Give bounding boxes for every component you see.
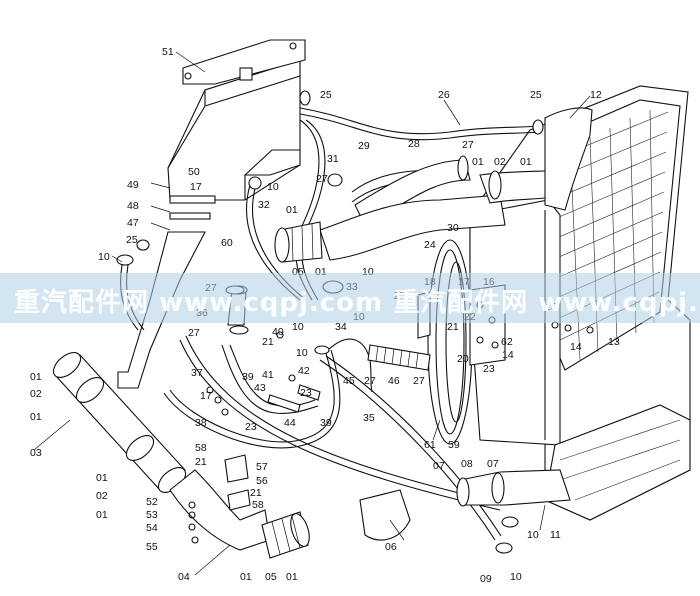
part-label: 47 (127, 217, 139, 229)
part-label: 07 (433, 460, 445, 472)
part-label: 58 (195, 442, 207, 454)
part-label: 26 (438, 89, 450, 101)
part-label: 51 (162, 46, 174, 58)
part-label: 01 (472, 156, 484, 168)
part-label: 38 (195, 417, 207, 429)
part-label: 46 (388, 375, 400, 387)
part-label: 14 (570, 341, 582, 353)
part-label: 54 (146, 522, 158, 534)
part-label: 05 (292, 266, 304, 278)
expansion-tank (167, 39, 306, 201)
part-label: 29 (358, 140, 370, 152)
part-label: 25 (530, 89, 542, 101)
part-label: 12 (590, 89, 602, 101)
part-label: 23 (245, 421, 257, 433)
part-label: 03 (30, 447, 42, 459)
part-label: 49 (127, 179, 139, 191)
watermark-text: 重汽配件网 www.cqpj.com 重汽配件网 www.cqpj.com (14, 288, 700, 318)
part-label: 13 (608, 336, 620, 348)
part-label: 01 (315, 266, 327, 278)
part-label: 27 (364, 375, 376, 387)
part-label: 10 (296, 347, 308, 359)
part-label: 10 (292, 321, 304, 333)
part-label: 01 (240, 571, 252, 583)
part-label: 57 (256, 461, 268, 473)
part-label: 01 (96, 472, 108, 484)
part-label: 52 (146, 496, 158, 508)
part-label: 28 (408, 138, 420, 150)
part-label: 48 (127, 200, 139, 212)
part-label: 17 (190, 181, 202, 193)
part-label: 10 (527, 529, 539, 541)
part-label: 42 (298, 365, 310, 377)
part-label: 37 (191, 367, 203, 379)
part-label: 62 (501, 336, 513, 348)
part-label: 24 (424, 239, 436, 251)
part-label: 27 (413, 375, 425, 387)
part-label: 61 (424, 439, 436, 451)
part-label: 27 (462, 139, 474, 151)
part-label: 11 (550, 529, 561, 541)
part-label: 20 (457, 353, 469, 365)
leader-lines (33, 51, 591, 576)
part-label: 08 (461, 458, 473, 470)
part-label: 40 (272, 326, 284, 338)
part-label: 02 (96, 490, 108, 502)
part-number-labels: 51 26 25 25 12 31 29 28 27 01 02 01 32 2… (30, 46, 620, 585)
part-label: 25 (320, 89, 332, 101)
part-label: 09 (480, 573, 492, 585)
part-label: 27 (188, 327, 200, 339)
part-label: 10 (510, 571, 522, 583)
part-label: 53 (146, 509, 158, 521)
part-label: 39 (242, 371, 254, 383)
part-label: 43 (254, 382, 266, 394)
part-label: 30 (447, 222, 459, 234)
part-label: 07 (487, 458, 499, 470)
part-label: 01 (520, 156, 532, 168)
part-label: 01 (96, 509, 108, 521)
part-label: 10 (267, 181, 279, 193)
part-label: 10 (362, 266, 374, 278)
part-label: 41 (262, 369, 274, 381)
part-label: 01 (286, 571, 298, 583)
part-label: 50 (188, 166, 200, 178)
part-label: 05 (265, 571, 277, 583)
part-label: 60 (221, 237, 233, 249)
part-label: 59 (448, 439, 460, 451)
part-label: 02 (494, 156, 506, 168)
part-label: 01 (30, 411, 42, 423)
fan-ring (427, 239, 473, 445)
part-label: 02 (30, 388, 42, 400)
part-label: 17 (200, 390, 212, 402)
part-label: 23 (300, 387, 312, 399)
part-label: 10 (98, 251, 110, 263)
part-label: 25 (126, 234, 138, 246)
part-label: 31 (327, 153, 339, 165)
part-label: 21 (195, 456, 207, 468)
part-label: 14 (502, 349, 514, 361)
part-label: 21 (250, 487, 262, 499)
watermark-band (0, 273, 700, 323)
part-label: 01 (30, 371, 42, 383)
part-label: 55 (146, 541, 158, 553)
part-label: 21 (262, 336, 274, 348)
part-label: 58 (252, 499, 264, 511)
part-label: 27 (316, 173, 328, 185)
part-label: 04 (178, 571, 190, 583)
part-label: 32 (258, 199, 270, 211)
part-label: 23 (483, 363, 495, 375)
part-label: 21 (447, 321, 459, 333)
part-label: 45 (343, 375, 355, 387)
part-label: 44 (284, 417, 296, 429)
part-label: 01 (286, 204, 298, 216)
part-label: 34 (335, 321, 347, 333)
part-label: 56 (256, 475, 268, 487)
part-label: 06 (385, 541, 397, 553)
part-label: 39 (320, 417, 332, 429)
part-label: 35 (363, 412, 375, 424)
